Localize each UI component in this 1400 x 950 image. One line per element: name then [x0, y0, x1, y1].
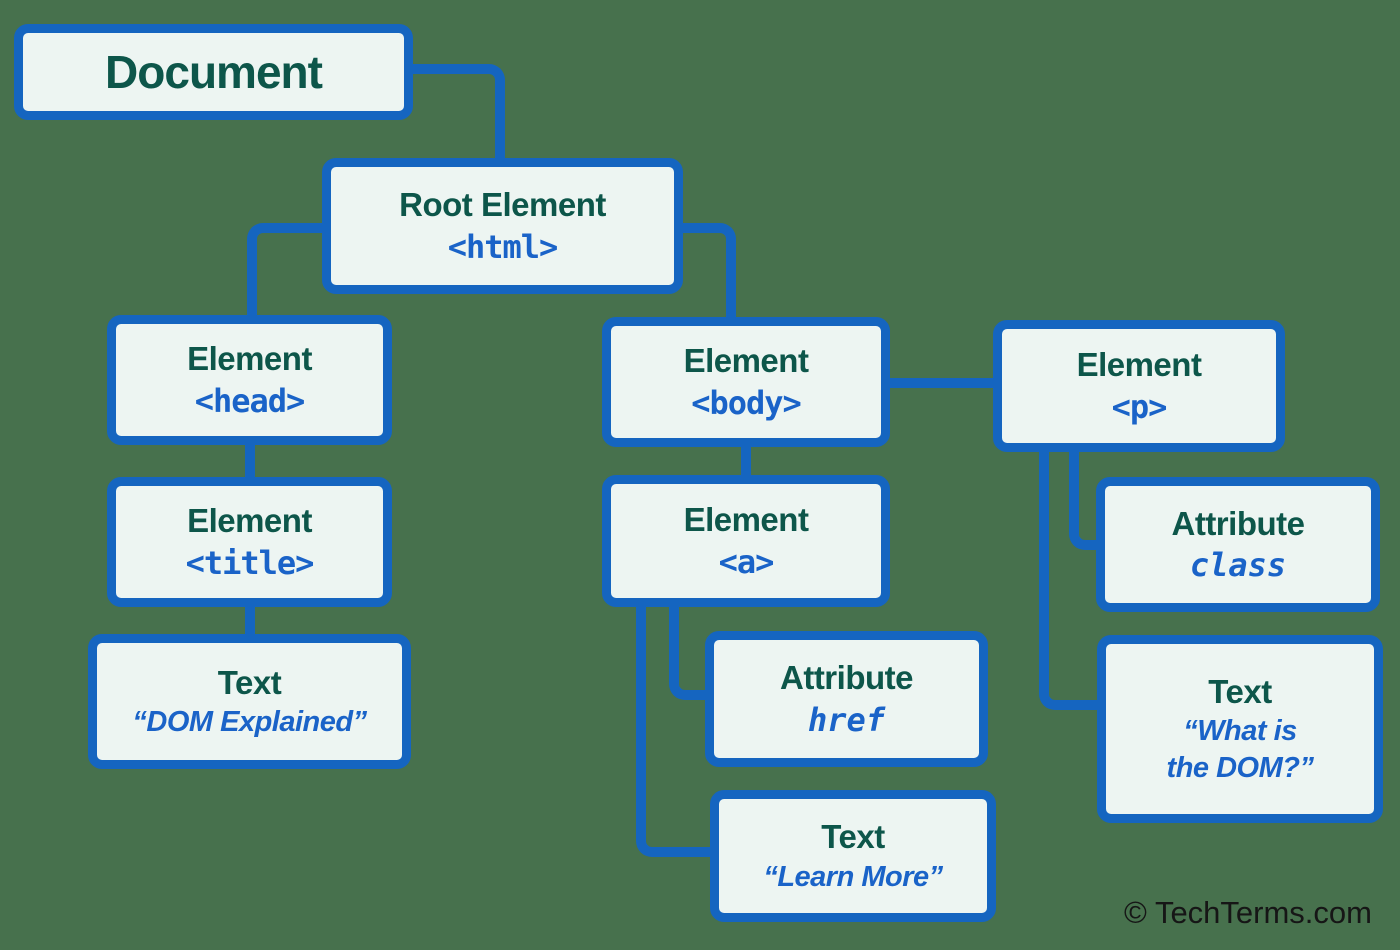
node-attribute-class: Attribute class: [1096, 477, 1380, 612]
connector-a-href: [669, 607, 705, 700]
connector-a-text: [636, 607, 710, 857]
node-text-p-line2: the DOM?”: [1166, 752, 1314, 785]
connector-html-body: [683, 223, 736, 317]
node-head-tag: <head>: [194, 381, 306, 420]
node-attr-class-label: Attribute: [1171, 504, 1305, 542]
node-head-label: Element: [187, 340, 312, 378]
node-element-title: Element <title>: [107, 477, 392, 607]
node-element-p: Element <p>: [993, 320, 1285, 452]
node-root-element-html: Root Element <html>: [322, 158, 683, 294]
connector-p-class: [1069, 452, 1096, 550]
connector-body-a: [741, 447, 751, 475]
node-root-tag: <html>: [447, 227, 559, 266]
node-p-tag: <p>: [1111, 387, 1168, 426]
node-text-dom-explained: Text “DOM Explained”: [88, 634, 411, 769]
connector-head-title: [245, 445, 255, 477]
node-text-p-line1: “What is: [1183, 715, 1297, 747]
connector-p-text: [1039, 452, 1097, 710]
node-element-head: Element <head>: [107, 315, 392, 445]
techterms-credit: © TechTerms.com: [1124, 895, 1372, 930]
node-text-title-value: “DOM Explained”: [132, 706, 367, 739]
node-text-a-label: Text: [821, 818, 885, 856]
node-text-a-value: “Learn More”: [763, 860, 943, 893]
node-p-label: Element: [1076, 346, 1202, 384]
node-attr-href-label: Attribute: [780, 659, 913, 697]
node-attr-class-value: class: [1189, 546, 1287, 585]
connector-html-head: [247, 223, 322, 315]
node-a-tag: <a>: [718, 542, 775, 581]
node-title-label: Element: [187, 502, 312, 540]
connector-document-html: [413, 64, 505, 158]
node-document: Document: [14, 24, 413, 120]
connector-body-p: [890, 378, 993, 388]
node-title-tag: <title>: [185, 543, 315, 582]
node-element-a: Element <a>: [602, 475, 890, 607]
node-text-p-label: Text: [1208, 672, 1272, 710]
node-root-label: Root Element: [399, 186, 606, 224]
node-element-body: Element <body>: [602, 317, 890, 447]
node-a-label: Element: [683, 501, 809, 539]
node-body-tag: <body>: [691, 383, 802, 422]
node-body-label: Element: [683, 342, 809, 380]
node-document-label: Document: [105, 45, 323, 98]
node-text-learn-more: Text “Learn More”: [710, 790, 996, 922]
node-text-title-label: Text: [217, 663, 282, 701]
node-attr-href-value: href: [807, 700, 886, 739]
node-text-what-is-the-dom: Text “What is the DOM?”: [1097, 635, 1383, 823]
connector-title-text: [245, 607, 255, 634]
node-attribute-href: Attribute href: [705, 631, 988, 767]
